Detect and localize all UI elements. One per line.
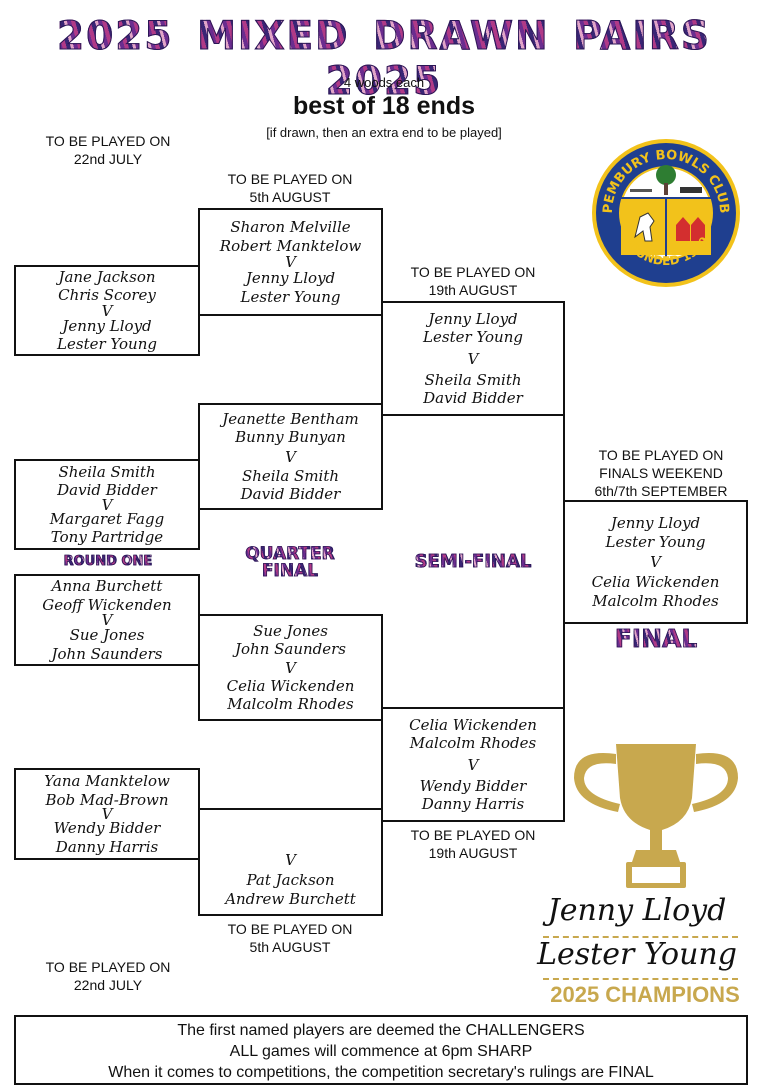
round-one-match-3: Anna Burchett Geoff Wickenden V Sue Jone…	[14, 574, 200, 666]
player-name: Lester Young	[423, 328, 523, 346]
player-name: John Saunders	[51, 644, 163, 663]
player-name: Bunny Bunyan	[235, 428, 346, 446]
player-name: Celia Wickenden	[591, 573, 720, 591]
connector	[198, 315, 200, 335]
champions-divider-2	[543, 978, 738, 980]
connector	[381, 415, 383, 447]
player-name: Sheila Smith	[58, 462, 156, 481]
page-title: 2025 MIXED DRAWN PAIRS 2025	[0, 14, 768, 105]
player-name: Malcolm Rhodes	[592, 591, 719, 610]
trophy-icon	[566, 738, 746, 893]
player-name: Lester Young	[240, 287, 341, 306]
connector	[563, 622, 565, 762]
versus-label: V	[285, 851, 296, 869]
connector	[198, 490, 200, 510]
connector	[381, 821, 383, 865]
champion-player-1: Jenny Lloyd	[547, 893, 727, 928]
versus-label: V	[467, 349, 479, 368]
semi-final-label: SEMI-FINAL	[390, 552, 556, 571]
player-name: Andrew Burchett	[225, 889, 356, 908]
player-name: Jeanette Bentham	[222, 409, 359, 428]
versus-label: V	[285, 658, 296, 677]
player-name: Geoff Wickenden	[42, 595, 172, 614]
versus-label: V	[101, 805, 113, 823]
player-name: Sheila Smith	[424, 370, 522, 389]
versus-label: V	[650, 553, 661, 571]
player-name: Wendy Bidder	[53, 819, 161, 837]
final-match: Jenny Lloyd Lester Young V Celia Wickend…	[563, 500, 748, 624]
player-name: Danny Harris	[55, 837, 159, 856]
player-name: Wendy Bidder	[419, 776, 527, 795]
player-name: Jenny Lloyd	[245, 269, 336, 287]
champions-divider-1	[543, 936, 738, 938]
versus-label: V	[285, 447, 296, 466]
quarter-final-match-1: Sharon Melville Robert Manktelow V Jenny…	[198, 208, 383, 316]
player-name: Sharon Melville	[230, 218, 351, 236]
versus-label: V	[101, 301, 113, 320]
player-name: Tony Partridge	[50, 528, 164, 546]
player-name: Sue Jones	[253, 621, 328, 640]
connector	[198, 604, 200, 616]
player-name: Malcolm Rhodes	[227, 695, 354, 713]
player-name: Celia Wickenden	[226, 676, 355, 695]
round-one-match-1: Jane Jackson Chris Scorey V Jenny Lloyd …	[14, 265, 200, 356]
player-name: Lester Young	[57, 335, 157, 353]
connector	[198, 795, 200, 809]
versus-label: V	[467, 755, 479, 774]
final-label: FINAL	[576, 626, 736, 652]
player-name: John Saunders	[234, 640, 347, 658]
player-name: David Bidder	[240, 485, 341, 503]
player-name: Anna Burchett	[51, 577, 163, 595]
quarter-final-match-3: Sue Jones John Saunders V Celia Wickende…	[198, 614, 383, 721]
player-name: Bob Mad-Brown	[45, 790, 169, 809]
best-of-note: best of 18 ends	[293, 92, 475, 120]
club-logo: PEMBURY BOWLS CLUB FOUNDED 1929	[590, 137, 742, 289]
round-one-label: ROUND ONE	[22, 555, 194, 569]
round-one-match-4: Yana Manktelow Bob Mad-Brown V Wendy Bid…	[14, 768, 200, 860]
player-name: Sheila Smith	[241, 466, 340, 485]
player-name: Jenny Lloyd	[62, 316, 152, 335]
semi-final-match-2: Celia Wickenden Malcolm Rhodes V Wendy B…	[381, 707, 565, 822]
semi-final-match-1: Jenny Lloyd Lester Young V Sheila Smith …	[381, 301, 565, 416]
quarter-final-match-4: V Pat Jackson Andrew Burchett	[198, 808, 383, 916]
player-name: Danny Harris	[421, 795, 525, 813]
player-name: David Bidder	[57, 481, 157, 499]
player-name: Sue Jones	[69, 626, 145, 644]
player-name: Chris Scorey	[58, 286, 156, 304]
player-name: Malcolm Rhodes	[409, 734, 537, 752]
player-name: Celia Wickenden	[409, 715, 537, 734]
versus-label: V	[101, 611, 113, 629]
woods-note: 4 woods each	[343, 75, 425, 90]
connector	[381, 670, 383, 708]
player-name: Robert Manktelow	[219, 236, 362, 255]
player-name: David Bidder	[423, 389, 523, 407]
champion-player-2: Lester Young	[537, 937, 737, 972]
connector	[563, 355, 565, 502]
round-one-match-2: Sheila Smith David Bidder V Margaret Fag…	[14, 459, 200, 550]
player-name: Yana Manktelow	[44, 772, 170, 790]
versus-label: V	[101, 495, 113, 514]
quarter-final-match-2: Jeanette Bentham Bunny Bunyan V Sheila S…	[198, 403, 383, 510]
player-name: Pat Jackson	[246, 871, 335, 889]
footer-line: The first named players are deemed the C…	[177, 1022, 585, 1039]
player-name: Margaret Fagg	[49, 509, 165, 528]
footer-line: When it comes to competitions, the compe…	[108, 1064, 654, 1081]
versus-label: V	[285, 253, 296, 271]
footer-line: ALL games will commence at 6pm SHARP	[229, 1043, 533, 1060]
player-name: Jenny Lloyd	[428, 309, 518, 328]
player-name: Jenny Lloyd	[610, 514, 701, 532]
champions-caption: 2025 CHAMPIONS	[550, 982, 740, 1007]
drawn-note: [if drawn, then an extra end to be playe…	[266, 125, 502, 140]
connector	[381, 250, 383, 302]
player-name: Jane Jackson	[58, 267, 156, 286]
player-name: Lester Young	[605, 532, 706, 551]
